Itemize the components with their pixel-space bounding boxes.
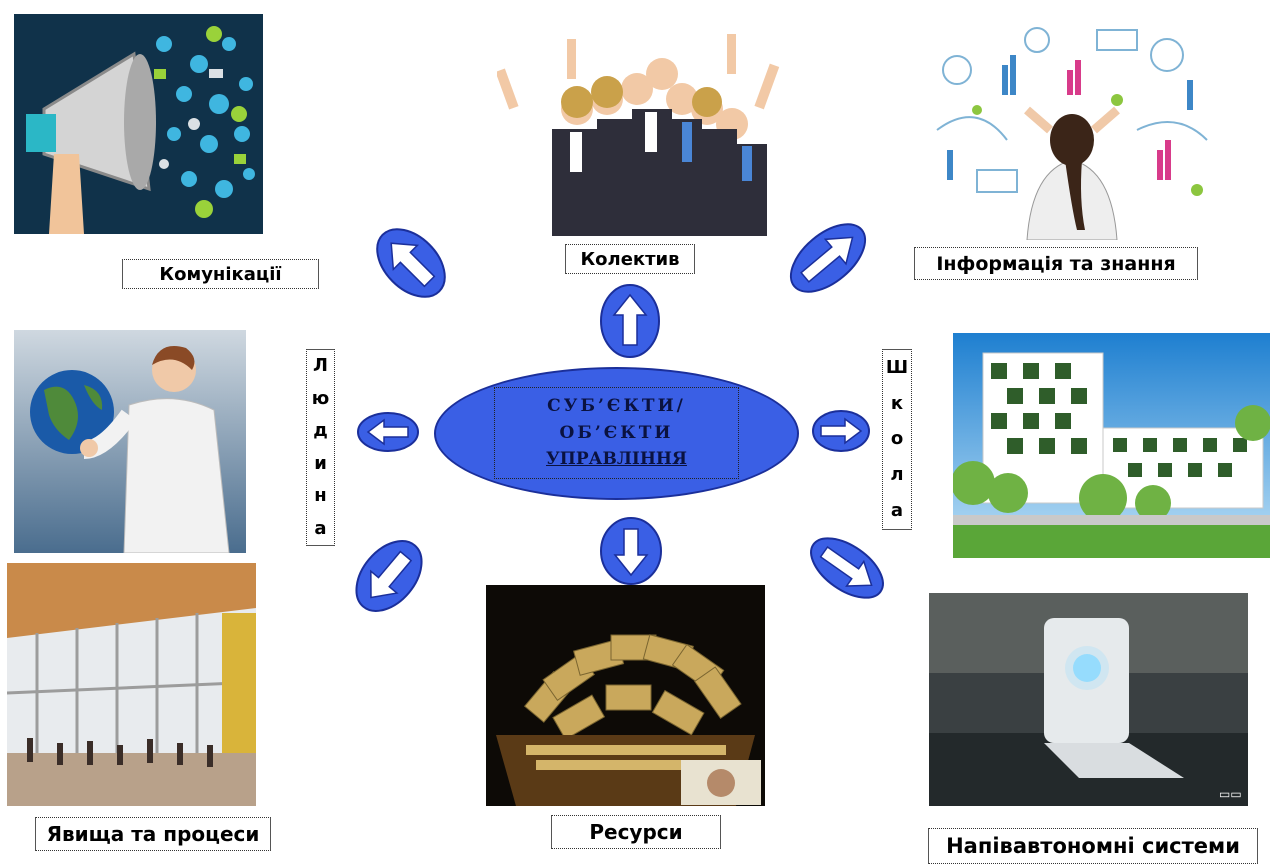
- woman-with-idea-sketches-icon: [917, 10, 1227, 240]
- center-line-2: ОБ’ЄКТИ: [559, 422, 674, 443]
- school-image: [953, 333, 1270, 558]
- resources-image: [486, 585, 765, 806]
- svg-text:▭▭: ▭▭: [1219, 787, 1242, 801]
- label-collective: Колектив: [565, 244, 695, 274]
- arrow-up-left-icon: [376, 228, 446, 298]
- label-school-char: а: [890, 500, 904, 522]
- glass-hall-people-icon: [7, 563, 256, 806]
- center-title: СУБ’ЄКТИ/ ОБ’ЄКТИ УПРАВЛІННЯ: [494, 387, 739, 479]
- arrow-down-right-icon: [810, 537, 884, 599]
- business-team-icon: [497, 14, 782, 236]
- label-resources: Ресурси: [551, 815, 721, 849]
- label-school-char: к: [890, 392, 904, 414]
- label-school-char: о: [890, 428, 904, 450]
- label-semi-autonomous: Напівавтономні системи: [928, 828, 1258, 864]
- center-line-1: СУБ’ЄКТИ/: [547, 396, 686, 417]
- label-person-char: н: [314, 485, 327, 507]
- information-image: [917, 10, 1227, 240]
- label-person-char: а: [314, 517, 327, 539]
- label-person-char: Л: [313, 355, 328, 377]
- arrow-left-icon: [357, 412, 419, 452]
- label-school-char: Ш: [885, 356, 909, 378]
- label-school-char: л: [890, 464, 904, 486]
- device-with-apple-logo-icon: ▭▭: [929, 593, 1248, 806]
- collective-image: [497, 14, 782, 236]
- arrow-up-right-icon: [789, 223, 867, 293]
- label-person: Л ю д и н а: [306, 349, 335, 546]
- label-information: Інформація та знання: [914, 247, 1198, 280]
- arrow-down-left-icon: [355, 540, 423, 612]
- megaphone-social-icon: [14, 14, 263, 234]
- label-person-char: и: [314, 452, 327, 474]
- case-of-dollars-icon: [486, 585, 765, 806]
- center-line-3: УПРАВЛІННЯ: [546, 449, 687, 470]
- label-person-char: д: [313, 420, 328, 442]
- green-building-icon: [953, 333, 1270, 558]
- label-school: Ш к о л а: [882, 349, 912, 530]
- person-image: [14, 330, 246, 553]
- phenomena-image: [7, 563, 256, 806]
- semi-autonomous-image: ▭▭: [929, 593, 1248, 806]
- arrow-down-icon: [600, 517, 662, 585]
- label-phenomena: Явища та процеси: [35, 817, 271, 851]
- communications-image: [14, 14, 263, 234]
- label-communications: Комунікації: [122, 259, 319, 289]
- label-person-char: ю: [311, 387, 330, 409]
- boy-holding-globe-icon: [14, 330, 246, 553]
- arrow-right-icon: [812, 410, 870, 452]
- arrow-up-icon: [600, 284, 660, 358]
